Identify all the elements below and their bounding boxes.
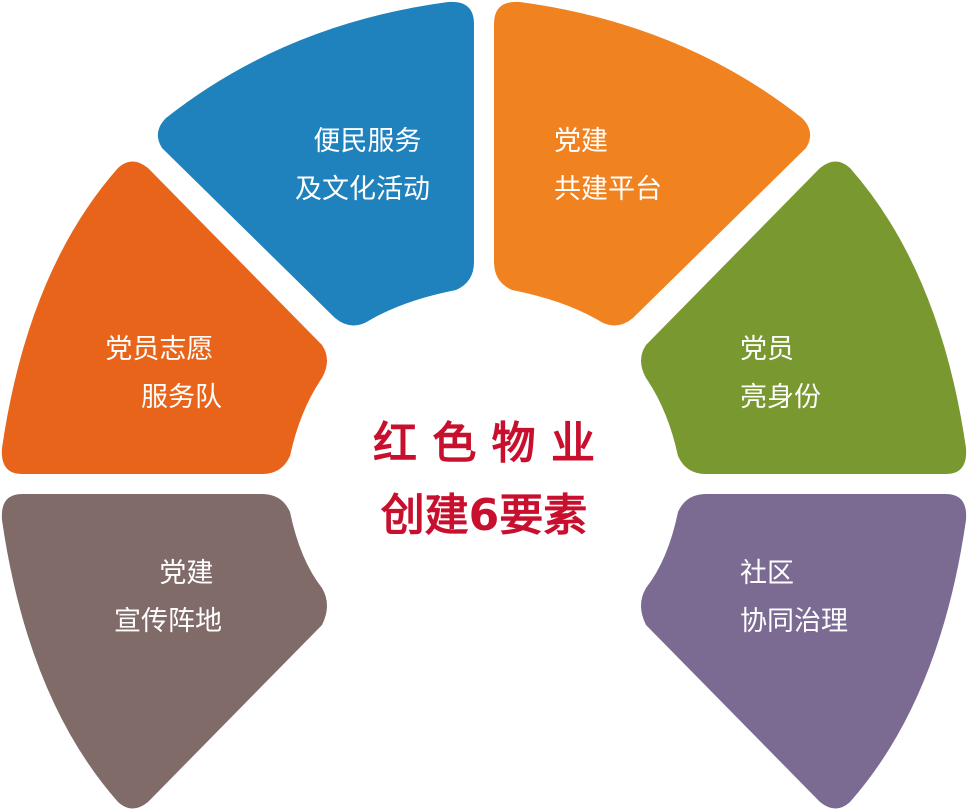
segment-left-top: 便民服务 及文化活动 [157,1,475,326]
segment-left-top-shape [157,1,475,326]
segment-left-bottom-line1: 党建 [159,558,213,589]
svg-text:便民服务 及文化活动: 便民服务 及文化活动 [295,126,430,205]
segment-left-bottom: 党建 宣传阵地 [1,494,327,809]
segment-right-middle-shape [641,161,967,474]
segment-right-bottom-shape [641,494,967,809]
segment-right-top-line1: 党建 [554,126,608,157]
segment-right-top-shape [494,1,811,326]
svg-text:党建 共建平台: 党建 共建平台 [554,126,662,205]
svg-text:社区 协同治理: 社区 协同治理 [740,558,848,637]
segment-left-bottom-shape [1,494,327,809]
segment-right-top: 党建 共建平台 [494,1,811,326]
center-title-line1: 红 色 物 业 [373,418,595,469]
segment-left-bottom-line2: 宣传阵地 [114,606,222,637]
svg-text:党员志愿 服务队: 党员志愿 服务队 [105,334,222,413]
segment-right-top-line2: 共建平台 [554,174,662,205]
segment-right-middle-line1: 党员 [740,334,794,365]
svg-text:党建 宣传阵地: 党建 宣传阵地 [114,558,222,637]
segment-right-middle: 党员 亮身份 [641,161,967,474]
segment-right-bottom: 社区 协同治理 [641,494,967,809]
center-title: 红 色 物 业 创建6要素 [373,418,595,541]
segment-left-middle-line1: 党员志愿 [105,334,213,365]
center-title-line2: 创建6要素 [381,490,588,541]
segment-left-top-line2: 及文化活动 [295,174,430,205]
segment-left-middle-shape [1,161,327,474]
segment-right-bottom-line1: 社区 [740,558,794,589]
segment-left-middle: 党员志愿 服务队 [1,161,327,474]
segment-left-top-line1: 便民服务 [313,126,421,157]
segment-left-middle-line2: 服务队 [141,382,222,413]
svg-text:党员 亮身份: 党员 亮身份 [740,334,821,413]
segment-right-bottom-line2: 协同治理 [740,606,848,637]
segment-right-middle-line2: 亮身份 [740,382,821,413]
